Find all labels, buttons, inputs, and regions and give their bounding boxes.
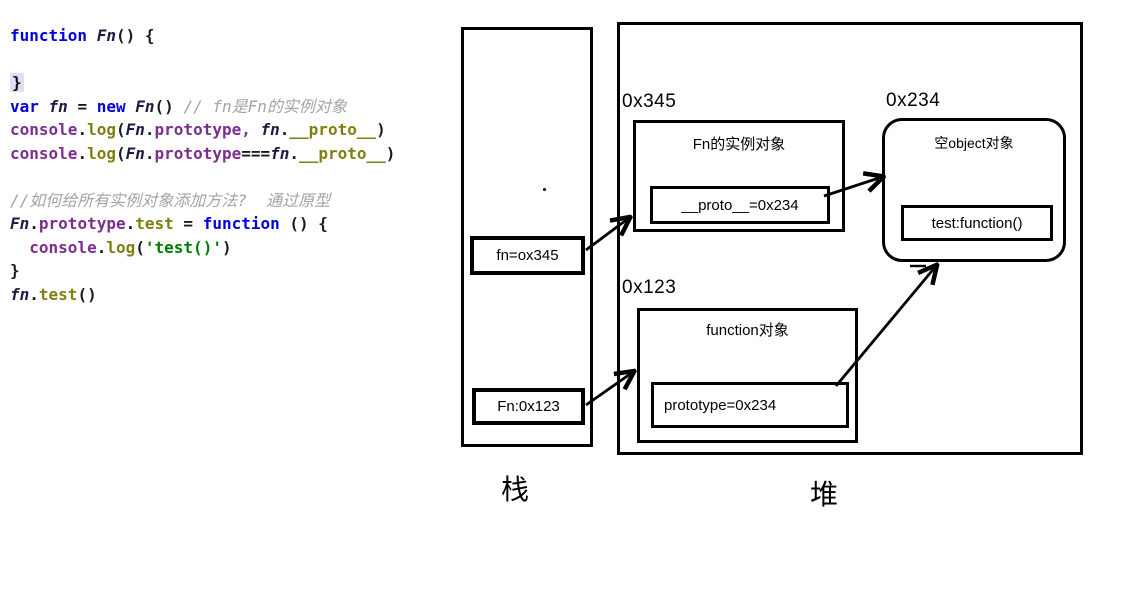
code-token (39, 97, 49, 116)
instance-object-box: Fn的实例对象 __proto__=0x234 (633, 120, 845, 232)
code-token: ) (385, 143, 396, 163)
code-token: ) (376, 120, 386, 139)
code-line: Fn.prototype.test = function () { (10, 212, 395, 236)
stack-var-Fn-label: Fn:0x123 (497, 398, 560, 415)
code-line (10, 48, 395, 72)
code-token: = (173, 214, 203, 233)
code-line: //如何给所有实例对象添加方法? 通过原型 (10, 189, 395, 213)
code-token: Fn (125, 120, 145, 139)
code-token: Fn (96, 26, 116, 45)
code-token: . (29, 284, 39, 304)
code-token: . (77, 120, 88, 139)
code-token: Fn (125, 143, 145, 163)
code-token: . (77, 143, 88, 163)
code-token: Fn (135, 96, 155, 116)
code-line: console.log(Fn.prototype===fn.__proto__) (10, 142, 395, 166)
code-token: () (154, 96, 184, 116)
code-token: console (10, 120, 78, 139)
function-object-box: function对象 prototype=0x234 (637, 308, 858, 443)
code-line: } (10, 71, 395, 95)
code-token (10, 238, 29, 257)
code-token: } (10, 261, 20, 280)
code-token: . (279, 120, 290, 139)
code-token: . (289, 143, 300, 163)
code-token: new (96, 96, 126, 116)
proto-addr-label: 0x234 (886, 90, 941, 111)
code-line: console.log('test()') (10, 236, 395, 260)
code-token: ( (115, 120, 126, 139)
code-line: console.log(Fn.prototype, fn.__proto__) (10, 118, 395, 142)
code-token: console (29, 237, 97, 257)
function-object-title: function对象 (706, 322, 789, 339)
code-token: . (144, 143, 155, 163)
code-token: log (87, 143, 116, 163)
code-token: === (241, 143, 271, 163)
code-token: var (10, 96, 39, 116)
code-token: __proto__ (299, 143, 386, 163)
instance-object-title: Fn的实例对象 (692, 136, 786, 153)
code-token: . (29, 214, 39, 233)
code-token: = (67, 96, 97, 116)
code-token: } (10, 73, 24, 92)
code-token: fn (270, 143, 290, 163)
heap-title: 堆 (810, 479, 839, 510)
code-token: ( (135, 237, 145, 257)
code-token: log (87, 120, 116, 139)
code-token: , (241, 120, 261, 139)
code-token: . (144, 120, 155, 139)
function-prototype-prop-label: prototype=0x234 (664, 396, 777, 414)
code-token: 'test()' (144, 237, 222, 257)
code-token: () { (115, 26, 155, 45)
code-line (10, 165, 395, 189)
stack-var-Fn: Fn:0x123 (472, 388, 585, 425)
code-token: () { (279, 214, 328, 233)
instance-addr-label: 0x345 (622, 91, 677, 112)
code-token (87, 26, 97, 45)
code-token: // fn是Fn的实例对象 (183, 96, 347, 116)
code-token: fn (48, 96, 68, 116)
code-token: . (96, 237, 107, 257)
instance-proto-prop-box: __proto__=0x234 (650, 186, 830, 224)
stack-dot (543, 188, 546, 191)
code-token: prototype (154, 120, 242, 139)
code-token: () (77, 284, 97, 304)
code-token: Fn (10, 214, 30, 233)
code-line: var fn = new Fn() // fn是Fn的实例对象 (10, 95, 395, 119)
code-token: //如何给所有实例对象添加方法? 通过原型 (10, 190, 331, 210)
stack-var-fn-label: fn=ox345 (496, 247, 559, 264)
code-token: console (10, 143, 78, 163)
code-token: fn (260, 120, 280, 139)
code-token: prototype (154, 143, 242, 163)
code-line: } (10, 259, 395, 283)
proto-object-box: 空object对象 test:function() (882, 118, 1066, 262)
code-line: function Fn() { (10, 24, 395, 48)
code-token (126, 97, 136, 116)
code-token: prototype (38, 214, 126, 233)
code-token: log (106, 237, 136, 257)
stack-var-fn: fn=ox345 (470, 236, 585, 275)
instance-proto-prop-label: __proto__=0x234 (681, 196, 799, 214)
code-token: ( (115, 143, 126, 163)
function-prototype-prop-box: prototype=0x234 (651, 382, 849, 428)
stack-title: 栈 (501, 474, 530, 505)
code-token: function (202, 214, 280, 233)
code-line: fn.test() (10, 283, 395, 307)
code-token: __proto__ (289, 120, 377, 139)
code-token: . (125, 214, 136, 233)
code-block: function Fn() { }var fn = new Fn() // fn… (10, 24, 395, 306)
proto-test-prop-box: test:function() (901, 205, 1053, 241)
code-token: function (10, 26, 88, 45)
proto-object-title: 空object对象 (934, 135, 1014, 151)
code-token: fn (10, 284, 30, 304)
proto-test-prop-label: test:function() (931, 214, 1023, 232)
code-token: test (135, 214, 174, 233)
code-token: ) (221, 237, 232, 257)
code-token: test (38, 284, 78, 304)
function-addr-label: 0x123 (622, 277, 677, 298)
